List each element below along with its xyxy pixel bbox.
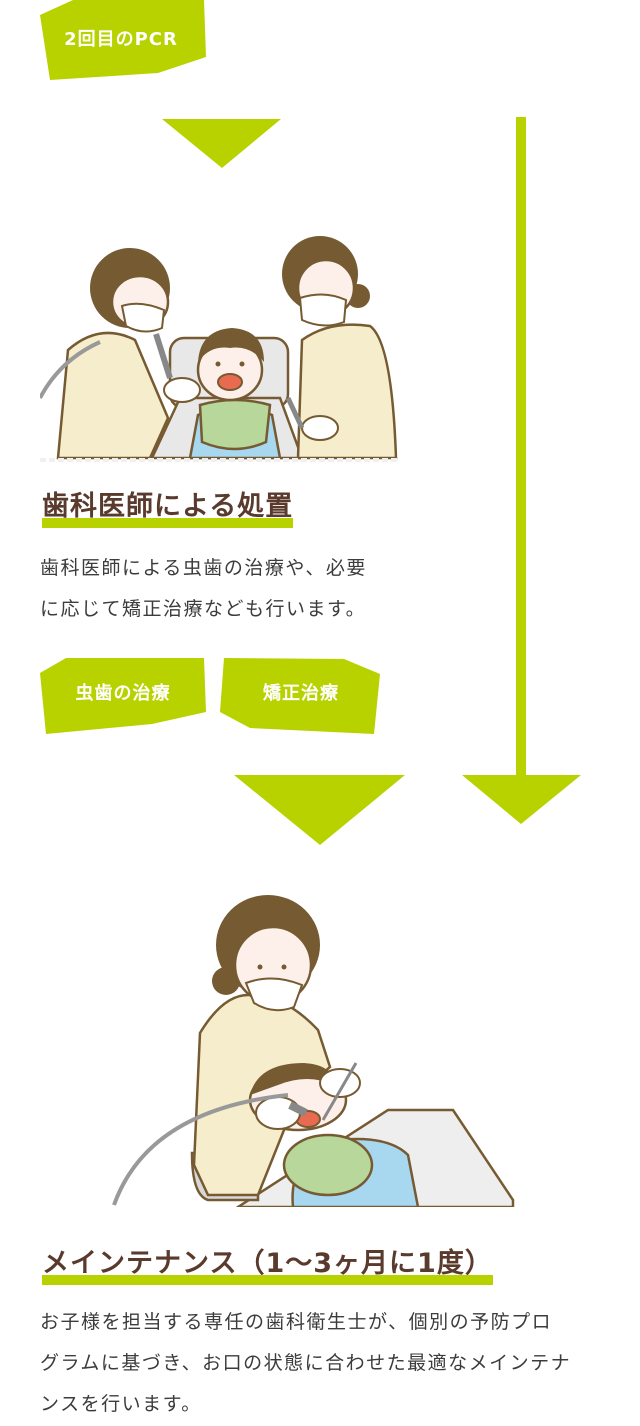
tag-shape — [40, 0, 206, 80]
section-title-treatment: 歯科医師による処置 — [42, 484, 294, 528]
title-highlight — [42, 1275, 493, 1285]
section-description-treatment: 歯科医師による虫歯の治療や、必要 に応じて矯正治療なども行います。 — [40, 557, 367, 620]
side-flow-line — [516, 117, 526, 777]
title-highlight — [42, 518, 294, 528]
tag-shape — [40, 658, 206, 734]
section-title-maintenance: メインテナンス（1〜3ヶ月に1度） — [42, 1241, 493, 1285]
dentist-treating-child-illustration — [40, 236, 400, 462]
tag-orthodontic-treatment: 矯正治療 — [220, 654, 382, 736]
tag-shape — [220, 658, 380, 734]
arrow-down-icon — [234, 775, 405, 845]
side-arrow-down-icon — [462, 775, 581, 824]
arrow-down-icon — [162, 119, 281, 168]
hygienist-cleaning-teeth-illustration — [112, 895, 515, 1207]
tag-cavity-treatment: 虫歯の治療 — [40, 654, 206, 736]
tag-second-pcr: 2回目のPCR — [38, 0, 208, 82]
section-description-maintenance: お子様を担当する専任の歯科衛生士が、個別の予防プロ グラムに基づき、お口の状態に… — [40, 1311, 572, 1415]
